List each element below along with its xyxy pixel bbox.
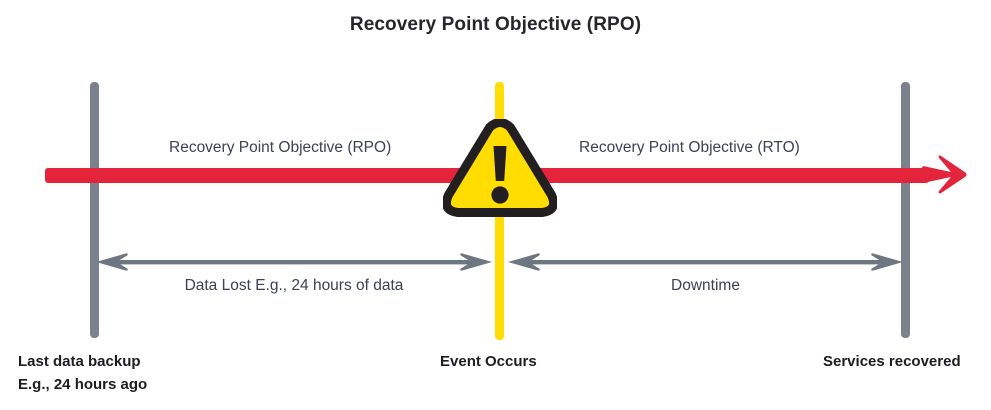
milestone-label-line1: Services recovered xyxy=(823,353,961,370)
dimension-arrow-left-icon xyxy=(508,253,540,271)
dimension-arrow-downtime xyxy=(508,250,903,274)
milestone-label-line1: Last data backup xyxy=(18,353,141,370)
measure-caption-data-lost: Data Lost E.g., 24 hours of data xyxy=(184,277,404,294)
milestone-label-last-data-backup: Last data backup E.g., 24 hours ago xyxy=(18,350,147,396)
milestone-label-line2: E.g., 24 hours ago xyxy=(18,376,148,393)
milestone-label-line1: Event Occurs xyxy=(440,353,537,370)
measure-caption-downtime: Downtime xyxy=(671,277,740,294)
milestone-label-event-occurs: Event Occurs xyxy=(440,350,537,373)
milestone-marker-services-recovered xyxy=(901,82,910,338)
phase-label-rto: Recovery Point Objective (RTO) xyxy=(579,139,800,156)
milestone-marker-last-data-backup xyxy=(90,82,99,338)
milestone-label-services-recovered: Services recovered xyxy=(823,350,961,373)
page-title: Recovery Point Objective (RPO) xyxy=(349,14,642,35)
dimension-arrow-data-lost xyxy=(96,250,492,274)
dimension-arrow-right-icon xyxy=(871,253,903,271)
warning-triangle-exclamation-icon xyxy=(441,118,559,219)
dimension-arrow-right-icon xyxy=(460,253,492,271)
red-arrow-right-icon xyxy=(920,152,969,198)
dimension-arrow-left-icon xyxy=(96,253,128,271)
phase-label-rpo: Recovery Point Objective (RPO) xyxy=(169,139,392,156)
